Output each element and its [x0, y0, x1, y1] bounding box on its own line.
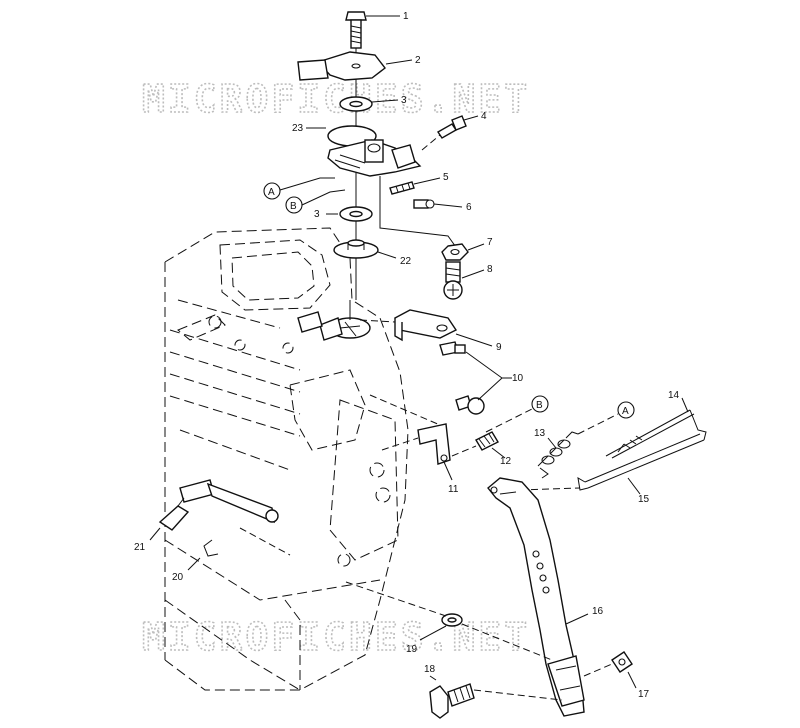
- callout-7: 7: [487, 237, 493, 248]
- callout-4: 4: [481, 111, 487, 122]
- washer-19: [441, 613, 463, 627]
- bracket-9: [359, 309, 458, 342]
- callout-10: 10: [512, 373, 524, 384]
- callout-2: 2: [415, 55, 421, 66]
- ref-circle-b-left: [285, 196, 303, 214]
- watermark-top: MICROFICHES.NET: [142, 77, 530, 121]
- callout-20: 20: [172, 572, 184, 583]
- callout-9: 9: [496, 342, 502, 353]
- engine-lever: [297, 300, 371, 341]
- callout-1: 1: [403, 11, 409, 22]
- callout-8: 8: [487, 264, 493, 275]
- pedal-shaft-21: [158, 479, 291, 556]
- nut-17: [611, 651, 633, 673]
- callout-11: 11: [448, 484, 459, 495]
- ref-a-right: A: [622, 406, 629, 417]
- washer-3-lower: [339, 206, 373, 222]
- callout-17: 17: [638, 689, 650, 700]
- ref-circle-a-left: [263, 182, 281, 200]
- ref-b-left: B: [290, 201, 297, 212]
- pin-5: [389, 181, 415, 195]
- callout-16: 16: [592, 606, 604, 617]
- callout-13: 13: [534, 428, 546, 439]
- spring-13: [537, 431, 579, 479]
- bolt-8: [443, 261, 463, 300]
- callout-14: 14: [668, 390, 680, 401]
- callout-3-top: 3: [401, 95, 407, 106]
- ref-b-right: B: [536, 400, 543, 411]
- rod-15: [577, 433, 705, 491]
- screw-4: [437, 115, 467, 139]
- nut-7: [441, 243, 469, 261]
- pedal-arm-16: [487, 477, 585, 717]
- callout-15: 15: [638, 494, 650, 505]
- screw-6: [413, 199, 435, 209]
- ref-circle-b-right: [531, 395, 549, 413]
- bolt-10-upper: [439, 341, 466, 356]
- watermark-bottom: MICROFICHES.NET: [142, 615, 530, 659]
- bolt-1: [345, 11, 367, 49]
- bolt-10-lower: [455, 395, 485, 415]
- spacer-22: [333, 239, 379, 259]
- clip-20: [203, 539, 219, 557]
- ref-circle-a-right: [617, 401, 635, 419]
- bracket-11: [417, 423, 451, 465]
- callout-22: 22: [400, 256, 412, 267]
- callout-23: 23: [292, 123, 304, 134]
- ref-a-left: A: [268, 187, 275, 198]
- callout-18: 18: [424, 664, 436, 675]
- washer-3-top: [339, 96, 373, 112]
- callout-5: 5: [443, 172, 449, 183]
- plate-2: [297, 51, 386, 81]
- callout-19: 19: [406, 644, 418, 655]
- bolt-18: [429, 683, 475, 719]
- callout-21: 21: [134, 542, 146, 553]
- callout-3-lower: 3: [314, 209, 320, 220]
- callout-12: 12: [500, 456, 512, 467]
- callout-6: 6: [466, 202, 472, 213]
- rod-14: [605, 409, 707, 459]
- spring-on-rod: [617, 435, 643, 453]
- engine-outline: [164, 227, 409, 691]
- spring-12: [475, 431, 499, 451]
- lever-assembly-23: [327, 125, 422, 177]
